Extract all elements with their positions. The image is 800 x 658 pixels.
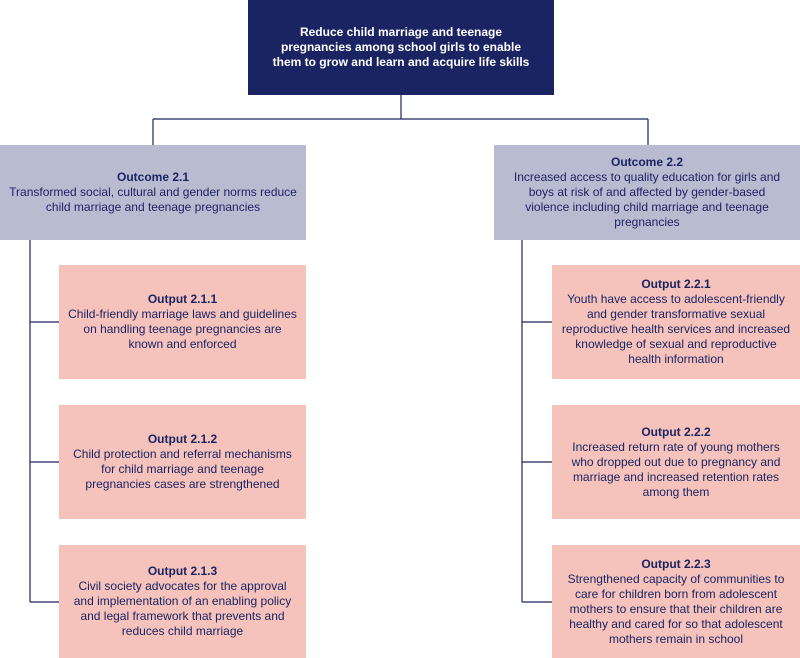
output-2-2-3-title: Output 2.2.3: [641, 556, 711, 571]
outcome-2-1-title: Outcome 2.1: [116, 170, 190, 184]
outcome-2-1-box: Outcome 2.1 Transformed social, cultural…: [0, 145, 306, 240]
output-2-1-3-title: Output 2.1.3: [147, 564, 218, 578]
output-2-2-2-title: Output 2.2.2: [641, 424, 711, 439]
output-2-2-3-text: Strengthened capacity of communities to …: [567, 571, 785, 646]
goal-box: Reduce child marriage and teenage pregna…: [248, 0, 554, 95]
output-2-2-1-text: Youth have access to adolescent-friendly…: [561, 292, 791, 366]
output-2-1-1-text: Child-friendly marriage laws and guideli…: [68, 307, 297, 351]
output-2-2-1-title: Output 2.2.1: [641, 277, 711, 291]
outcome-2-2-text: Increased access to quality education fo…: [513, 170, 781, 229]
output-2-1-3-box: Output 2.1.3 Civil society advocates for…: [59, 545, 306, 658]
output-2-1-1-title: Output 2.1.1: [147, 292, 218, 306]
output-2-1-2-box: Output 2.1.2 Child protection and referr…: [59, 405, 306, 519]
output-2-2-1-box: Output 2.2.1 Youth have access to adoles…: [552, 265, 800, 379]
output-2-2-2-box: Output 2.2.2 Increased return rate of yo…: [552, 405, 800, 519]
goal-text: Reduce child marriage and teenage pregna…: [272, 25, 530, 69]
outcome-2-2-box: Outcome 2.2 Increased access to quality …: [494, 145, 800, 240]
output-2-2-3-box: Output 2.2.3 Strengthened capacity of co…: [552, 545, 800, 658]
output-2-1-3-text: Civil society advocates for the approval…: [73, 579, 292, 638]
outcome-2-1-text: Transformed social, cultural and gender …: [9, 185, 297, 214]
output-2-1-2-text: Child protection and referral mechanisms…: [73, 447, 292, 491]
output-2-1-1-box: Output 2.1.1 Child-friendly marriage law…: [59, 265, 306, 379]
output-2-1-2-title: Output 2.1.2: [147, 432, 218, 446]
outcome-2-2-title: Outcome 2.2: [610, 155, 684, 169]
output-2-2-2-text: Increased return rate of young mothers w…: [571, 439, 781, 499]
